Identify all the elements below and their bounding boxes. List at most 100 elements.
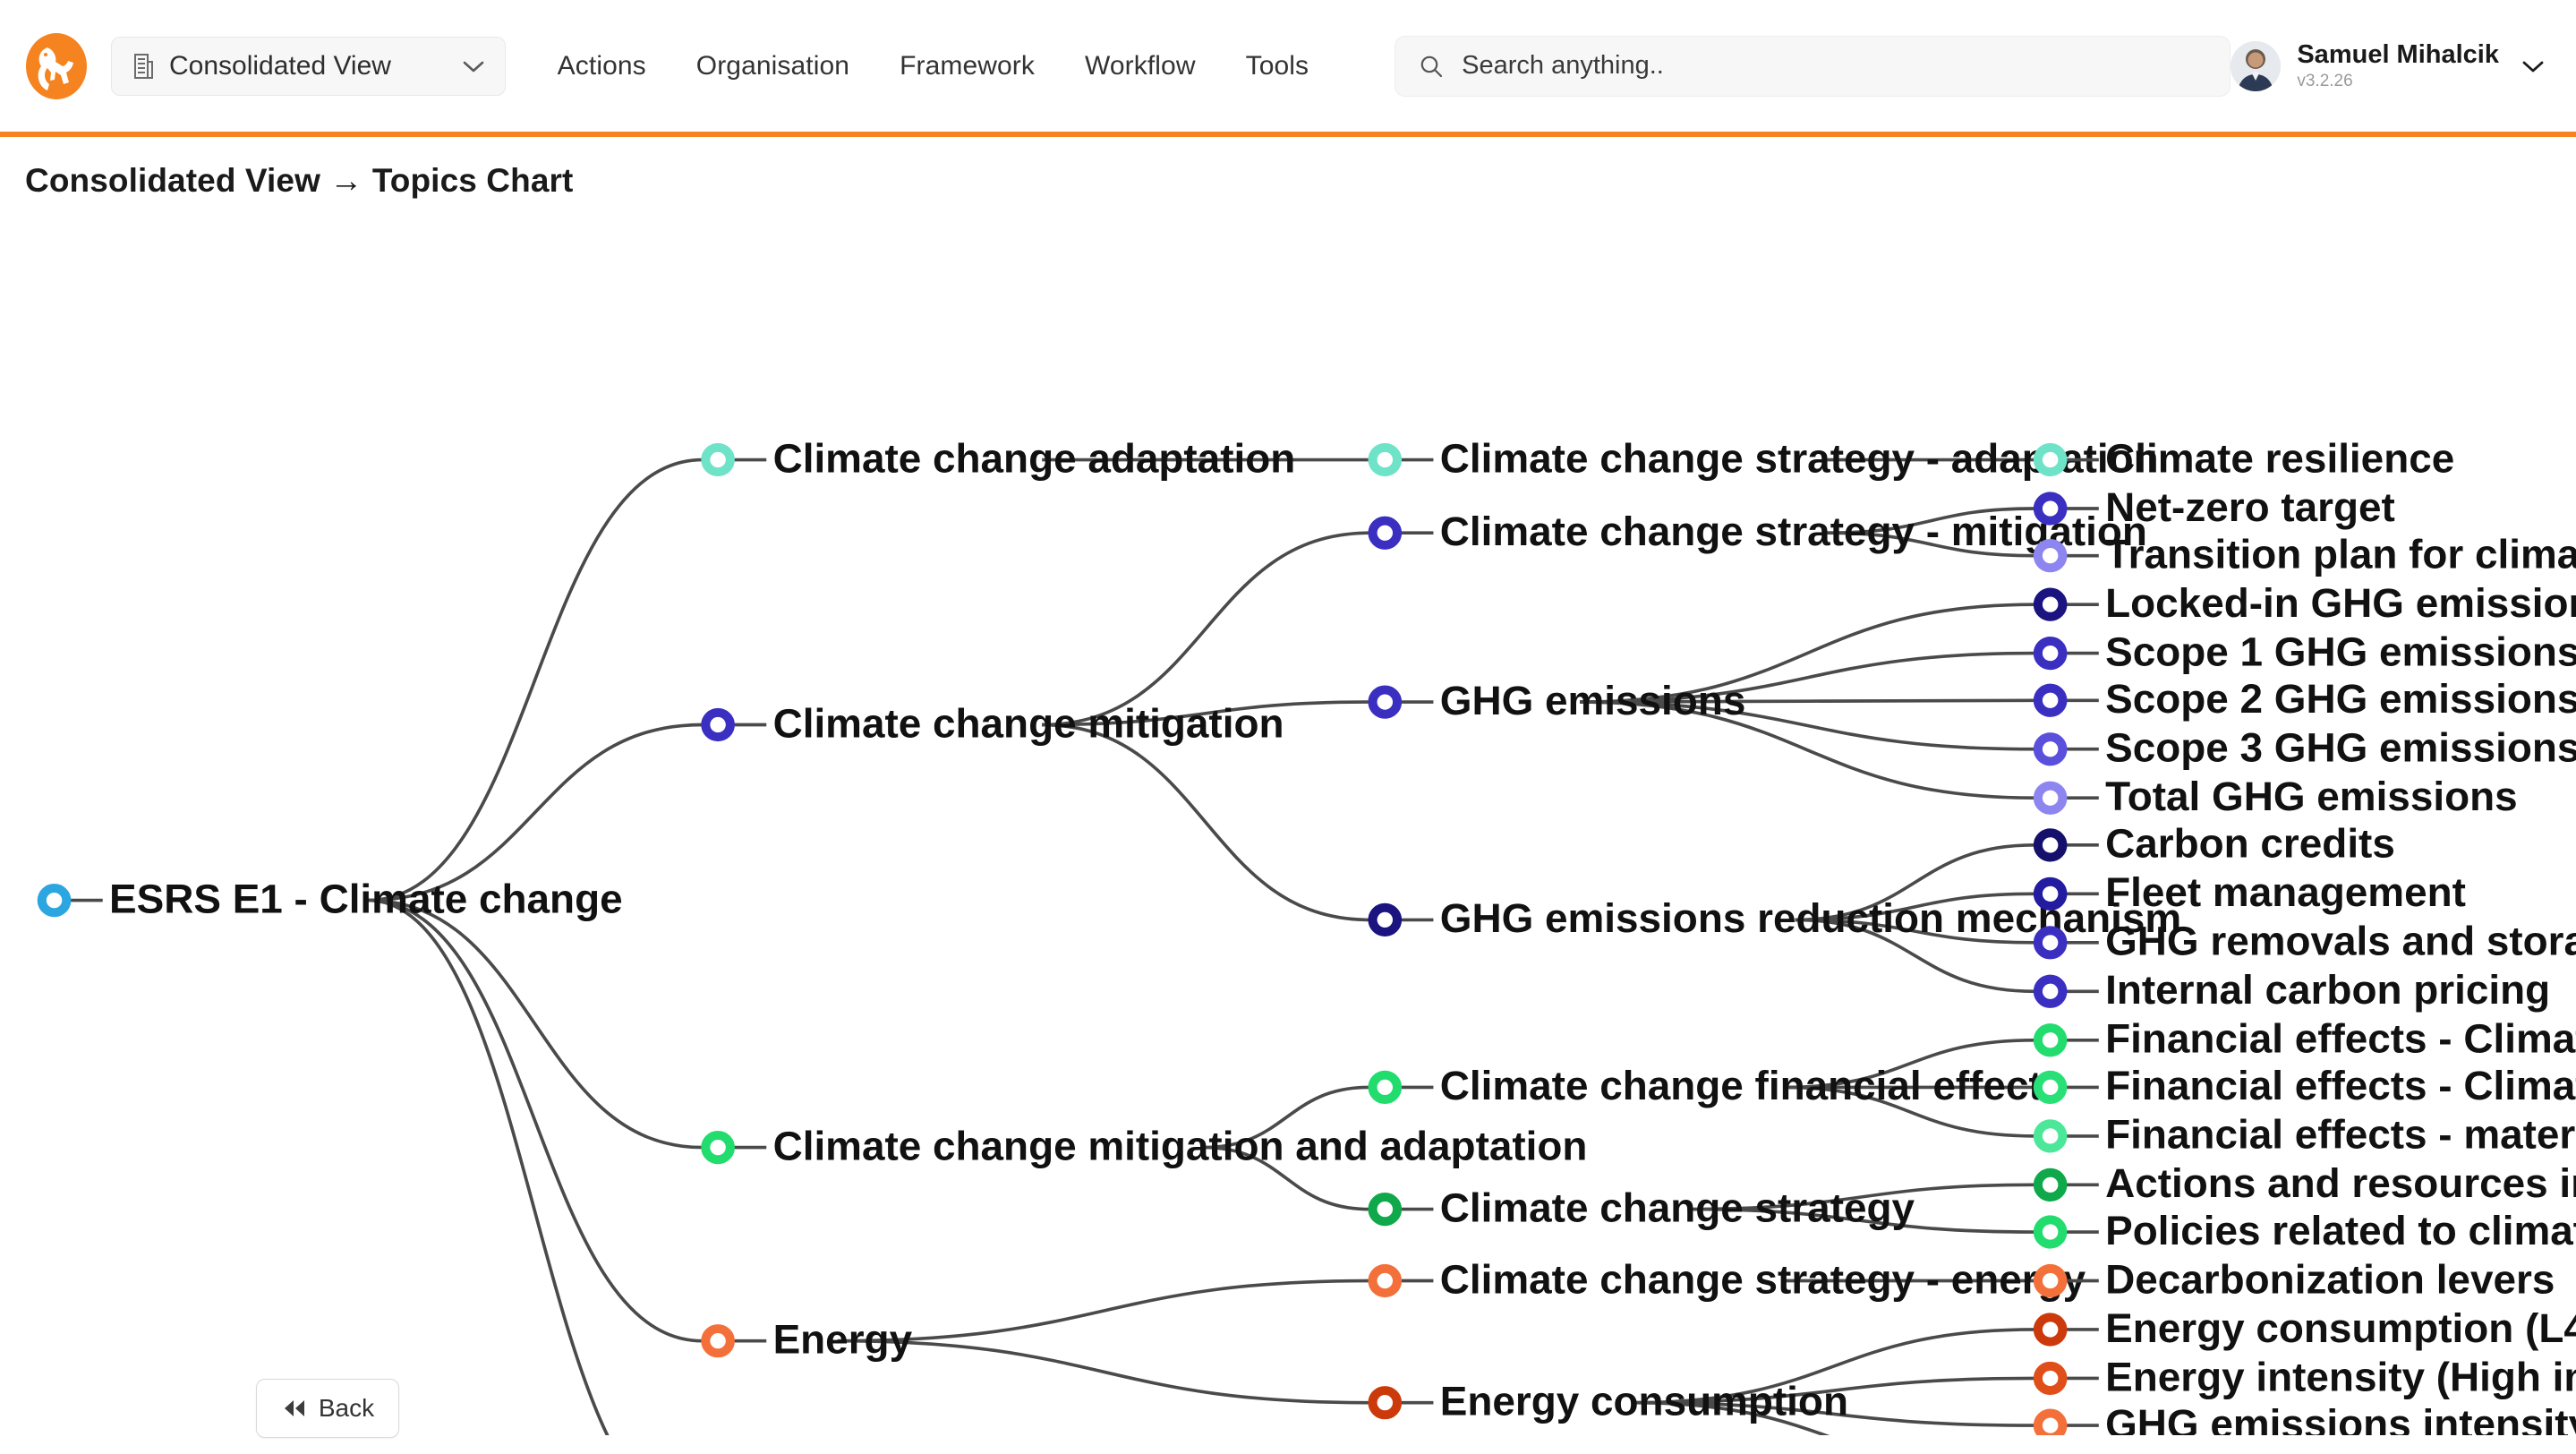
tree-node[interactable]: Energy consumption bbox=[1368, 1379, 1848, 1424]
nav-item-tools[interactable]: Tools bbox=[1245, 50, 1309, 81]
tree-node-marker[interactable] bbox=[2033, 877, 2068, 911]
tree-node[interactable]: Climate change financial effects bbox=[1368, 1063, 2066, 1108]
tree-node-marker[interactable] bbox=[2033, 974, 2068, 1008]
tree-node-marker[interactable] bbox=[2033, 1215, 2068, 1249]
tree-node[interactable]: Scope 3 GHG emissions bbox=[2033, 725, 2576, 771]
tree-node-marker[interactable] bbox=[1368, 685, 1403, 719]
tree-node-marker[interactable] bbox=[2033, 636, 2068, 671]
tree-node[interactable]: Financial effects - material physical an… bbox=[2033, 1112, 2576, 1158]
topics-tree-svg[interactable]: ESRS E1 - Climate change Climate change a… bbox=[0, 200, 2576, 1435]
tree-node-marker[interactable] bbox=[2033, 1023, 2068, 1057]
tree-nodes: ESRS E1 - Climate change Climate change a… bbox=[37, 436, 2576, 1435]
tree-node[interactable]: Climate change strategy bbox=[1368, 1185, 1915, 1231]
tree-node-label: Scope 2 GHG emissions bbox=[2105, 676, 2576, 722]
tree-node[interactable]: Energy bbox=[701, 1317, 913, 1363]
tree-link bbox=[1203, 1085, 1369, 1150]
tree-node[interactable]: GHG removals and storage bbox=[2033, 919, 2576, 964]
nav-item-organisation[interactable]: Organisation bbox=[695, 50, 850, 81]
tree-node[interactable]: Climate resilience bbox=[2033, 436, 2454, 482]
tree-node-marker[interactable] bbox=[701, 1324, 735, 1358]
tree-node[interactable]: Total GHG emissions bbox=[2033, 774, 2518, 819]
user-menu[interactable]: Samuel Mihalcik v3.2.26 bbox=[2231, 40, 2551, 91]
tree-node[interactable]: Decarbonization levers bbox=[2033, 1257, 2555, 1303]
tree-node-marker[interactable] bbox=[1368, 516, 1403, 550]
tree-node[interactable]: Energy consumption (L4) bbox=[2033, 1305, 2576, 1351]
tree-node-label: Financial effects - material physical an… bbox=[2105, 1112, 2576, 1158]
nav-item-actions[interactable]: Actions bbox=[557, 50, 646, 81]
tree-node-marker[interactable] bbox=[1368, 1263, 1403, 1298]
tree-node-marker[interactable] bbox=[701, 442, 735, 477]
tree-node[interactable]: Scope 1 GHG emissions bbox=[2033, 629, 2576, 675]
tree-node-marker[interactable] bbox=[2033, 587, 2068, 621]
tree-node-marker[interactable] bbox=[2033, 1408, 2068, 1435]
tree-node[interactable]: Climate change strategy - energy bbox=[1368, 1257, 2086, 1303]
tree-node-label: Total GHG emissions bbox=[2105, 774, 2517, 819]
search-input[interactable] bbox=[1462, 51, 2207, 81]
search-box[interactable] bbox=[1395, 35, 2231, 97]
nav-item-workflow[interactable]: Workflow bbox=[1085, 50, 1196, 81]
tree-node-label: Net-zero target bbox=[2105, 484, 2395, 530]
tree-node[interactable]: Financial effects - Climate-related poli… bbox=[2033, 1063, 2576, 1108]
org-selector-dropdown[interactable]: Consolidated View bbox=[111, 36, 506, 96]
tree-node-marker[interactable] bbox=[2033, 539, 2068, 573]
tree-node-marker[interactable] bbox=[2033, 828, 2068, 862]
tree-node[interactable]: Climate change mitigation and adaptation bbox=[701, 1124, 1587, 1169]
tree-node[interactable]: GHG emissions intensity bbox=[2033, 1401, 2576, 1435]
tree-node-label: Locked-in GHG emissions bbox=[2105, 580, 2576, 626]
tree-node-label: Climate change strategy - mitigation bbox=[1440, 509, 2147, 554]
tree-node-marker[interactable] bbox=[2033, 1167, 2068, 1202]
tree-node-label: Climate change strategy bbox=[1440, 1185, 1915, 1231]
tree-node-marker[interactable] bbox=[1368, 1192, 1403, 1227]
tree-node-marker[interactable] bbox=[701, 707, 735, 742]
tree-node-marker[interactable] bbox=[1368, 1386, 1403, 1420]
tree-node[interactable]: Financial effects - Climate-related oppo… bbox=[2033, 1016, 2576, 1062]
tree-link bbox=[1633, 1328, 2035, 1405]
tree-node[interactable]: Scope 2 GHG emissions bbox=[2033, 676, 2576, 722]
tree-node[interactable]: Actions and resources in relation to cli… bbox=[2033, 1160, 2576, 1206]
tree-link bbox=[1795, 892, 2035, 922]
tree-node-marker[interactable] bbox=[2033, 781, 2068, 815]
tree-node[interactable]: GHG emissions bbox=[1368, 678, 1746, 723]
tree-node-label: Financial effects - Climate-related oppo… bbox=[2105, 1016, 2576, 1062]
tree-node-marker[interactable] bbox=[2033, 1263, 2068, 1298]
tree-node-marker[interactable] bbox=[1368, 1070, 1403, 1105]
tree-node[interactable]: Carbon credits bbox=[2033, 821, 2395, 867]
tree-link bbox=[837, 1279, 1369, 1343]
tree-node-marker[interactable] bbox=[1368, 902, 1403, 937]
tree-link bbox=[1795, 843, 2035, 922]
tree-node-marker[interactable] bbox=[2033, 1070, 2068, 1105]
tree-node[interactable]: Net-zero target bbox=[2033, 484, 2395, 530]
tree-node-marker[interactable] bbox=[2033, 492, 2068, 526]
tree-node[interactable]: Locked-in GHG emissions bbox=[2033, 580, 2576, 626]
building-icon bbox=[134, 53, 153, 79]
tree-node-label: Transition plan for climate change mitig… bbox=[2105, 532, 2576, 577]
tree-node-marker[interactable] bbox=[37, 883, 72, 918]
tree-node-marker[interactable] bbox=[2033, 683, 2068, 717]
tree-node[interactable]: Internal carbon pricing bbox=[2033, 967, 2550, 1013]
tree-node[interactable]: Climate change strategy - mitigation bbox=[1368, 509, 2147, 554]
app-logo[interactable] bbox=[21, 31, 91, 101]
tree-node[interactable]: Fleet management bbox=[2033, 869, 2466, 915]
tree-link bbox=[367, 458, 703, 902]
tree-node[interactable]: Transition plan for climate change mitig… bbox=[2033, 532, 2576, 577]
back-button[interactable]: Back bbox=[256, 1379, 399, 1438]
app-version: v3.2.26 bbox=[2297, 71, 2353, 90]
tree-node[interactable]: Climate change mitigation bbox=[701, 701, 1284, 747]
tree-node-label: GHG removals and storage bbox=[2105, 919, 2576, 964]
tree-node-marker[interactable] bbox=[1368, 442, 1403, 477]
tree-link bbox=[1795, 918, 2035, 945]
tree-node-marker[interactable] bbox=[2033, 1313, 2068, 1347]
tree-node-marker[interactable] bbox=[2033, 732, 2068, 766]
tree-node[interactable]: Energy intensity (High impact companies) bbox=[2033, 1354, 2576, 1399]
tree-node[interactable]: Policies related to climate change mitig… bbox=[2033, 1208, 2576, 1253]
nav-item-framework[interactable]: Framework bbox=[900, 50, 1035, 81]
tree-node-marker[interactable] bbox=[2033, 1119, 2068, 1153]
tree-node-marker[interactable] bbox=[2033, 926, 2068, 960]
tree-node[interactable]: ESRS E1 - Climate change bbox=[37, 877, 623, 922]
topics-chart: ESRS E1 - Climate change Climate change a… bbox=[0, 200, 2576, 1435]
tree-node-label: Policies related to climate change mitig… bbox=[2105, 1208, 2576, 1253]
tree-node[interactable]: Climate change adaptation bbox=[701, 436, 1295, 482]
tree-node-marker[interactable] bbox=[2033, 1361, 2068, 1396]
tree-node-marker[interactable] bbox=[701, 1130, 735, 1165]
tree-node-marker[interactable] bbox=[2033, 442, 2068, 477]
